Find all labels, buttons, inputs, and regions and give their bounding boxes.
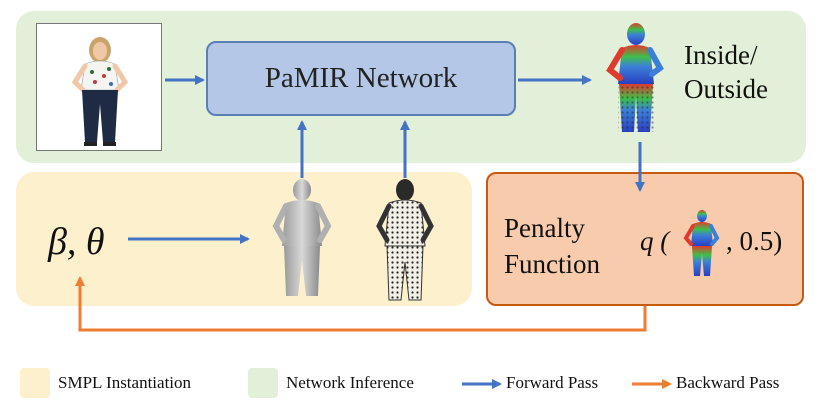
arrow-backward-pass [75, 276, 647, 332]
legend-smpl-label: SMPL Instantiation [58, 373, 192, 392]
legend-network-swatch [248, 368, 278, 398]
smpl-sampled-points-icon [376, 179, 434, 301]
input-photo [36, 23, 162, 151]
smpl-params-label: β, θ [48, 221, 105, 263]
person-photo-illustration [71, 37, 129, 146]
legend-forward-label: Forward Pass [506, 373, 599, 392]
pamir-network-label: PaMIR Network [264, 62, 458, 94]
output-label: Inside/ Outside [684, 38, 768, 106]
legend-backward-label: Backward Pass [676, 373, 780, 392]
pamir-network-box: PaMIR Network [206, 41, 516, 116]
penalty-label-line2: Function [504, 249, 601, 279]
formula-body-icon [683, 210, 720, 276]
smpl-mesh-body-icon [272, 179, 332, 296]
inside-outside-body-icon [606, 23, 664, 132]
output-label-line2: Outside [684, 74, 768, 104]
penalty-function-panel [486, 172, 804, 306]
formula-suffix: , 0.5) [726, 226, 783, 256]
output-label-line1: Inside/ [684, 40, 758, 70]
formula-prefix: q ( [640, 226, 670, 256]
legend-network-label: Network Inference [286, 373, 414, 392]
legend-smpl-swatch [20, 368, 50, 398]
penalty-function-label: Penalty Function [504, 210, 600, 282]
penalty-label-line1: Penalty [504, 213, 585, 243]
